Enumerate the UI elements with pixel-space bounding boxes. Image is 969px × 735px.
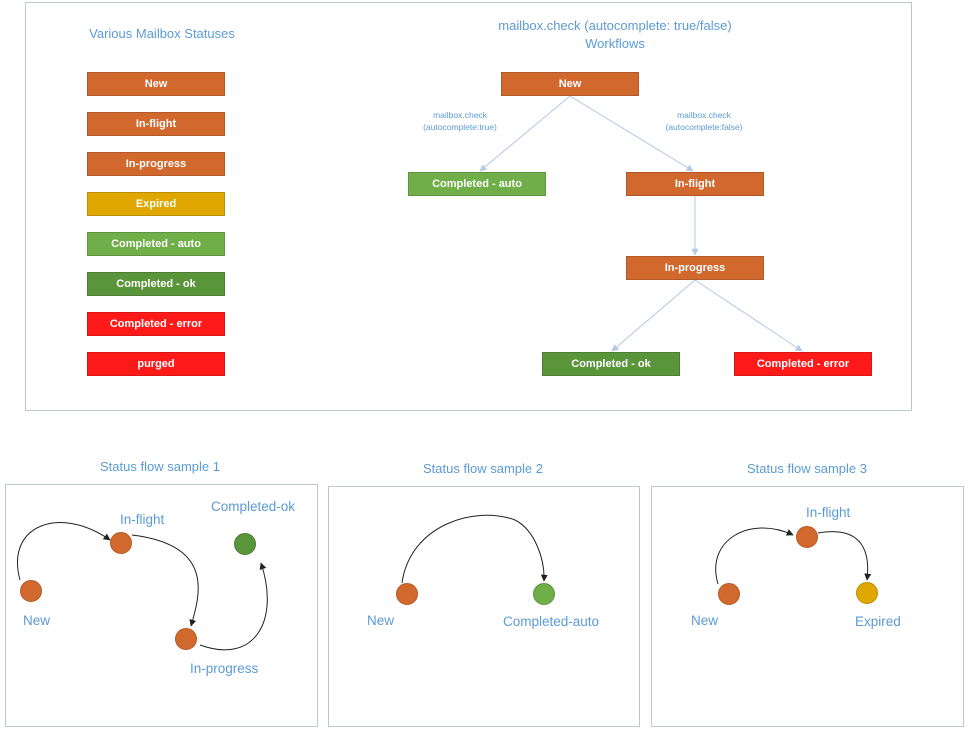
- s3-label-expired: Expired: [855, 614, 901, 629]
- workflow-node-completed-ok: Completed - ok: [542, 352, 680, 376]
- s1-label-completed-ok: Completed-ok: [211, 499, 296, 514]
- edge-label-true-line1: mailbox.check: [433, 110, 487, 120]
- workflow-node-completed-error: Completed - error: [734, 352, 872, 376]
- status-completed-ok: Completed - ok: [87, 272, 225, 296]
- status-completed-error: Completed - error: [87, 312, 225, 336]
- edge-label-autocomplete-false: mailbox.check (autocomplete:false): [644, 109, 764, 133]
- workflow-title-line2: Workflows: [585, 36, 645, 51]
- status-in-flight: In-flight: [87, 112, 225, 136]
- s1-dot-new: [20, 580, 42, 602]
- sample-2-title: Status flow sample 2: [423, 461, 543, 476]
- s2-dot-new: [396, 583, 418, 605]
- s1-label-in-flight: In-flight: [120, 512, 165, 527]
- s3-label-in-flight: In-flight: [806, 505, 851, 520]
- s3-label-new: New: [691, 613, 719, 628]
- s2-dot-completed-auto: [533, 583, 555, 605]
- workflow-title: mailbox.check (autocomplete: true/false)…: [445, 17, 785, 53]
- s1-label-new: New: [23, 613, 51, 628]
- edge-label-true-line2: (autocomplete:true): [423, 122, 497, 132]
- s1-dot-completed-ok: [234, 533, 256, 555]
- status-in-progress: In-progress: [87, 152, 225, 176]
- status-completed-auto: Completed - auto: [87, 232, 225, 256]
- status-expired: Expired: [87, 192, 225, 216]
- s3-dot-in-flight: [796, 526, 818, 548]
- status-purged: purged: [87, 352, 225, 376]
- edge-label-false-line2: (autocomplete:false): [665, 122, 743, 132]
- workflow-node-in-progress: In-progress: [626, 256, 764, 280]
- s1-dot-in-flight: [110, 532, 132, 554]
- workflow-title-line1: mailbox.check (autocomplete: true/false): [498, 18, 732, 33]
- sample-3-title: Status flow sample 3: [747, 461, 867, 476]
- edge-label-false-line1: mailbox.check: [677, 110, 731, 120]
- s2-label-completed-auto: Completed-auto: [503, 614, 600, 629]
- statuses-title: Various Mailbox Statuses: [89, 26, 235, 41]
- sample-1-title: Status flow sample 1: [100, 459, 220, 474]
- sample-2-panel: [328, 486, 640, 727]
- s1-dot-in-progress: [175, 628, 197, 650]
- s3-dot-new: [718, 583, 740, 605]
- s1-label-in-progress: In-progress: [190, 661, 259, 676]
- s2-label-new: New: [367, 613, 395, 628]
- status-new: New: [87, 72, 225, 96]
- workflow-node-new: New: [501, 72, 639, 96]
- workflow-node-completed-auto: Completed - auto: [408, 172, 546, 196]
- s3-dot-expired: [856, 582, 878, 604]
- workflow-node-in-flight: In-flight: [626, 172, 764, 196]
- edge-label-autocomplete-true: mailbox.check (autocomplete:true): [400, 109, 520, 133]
- sample-3-panel: [651, 486, 964, 727]
